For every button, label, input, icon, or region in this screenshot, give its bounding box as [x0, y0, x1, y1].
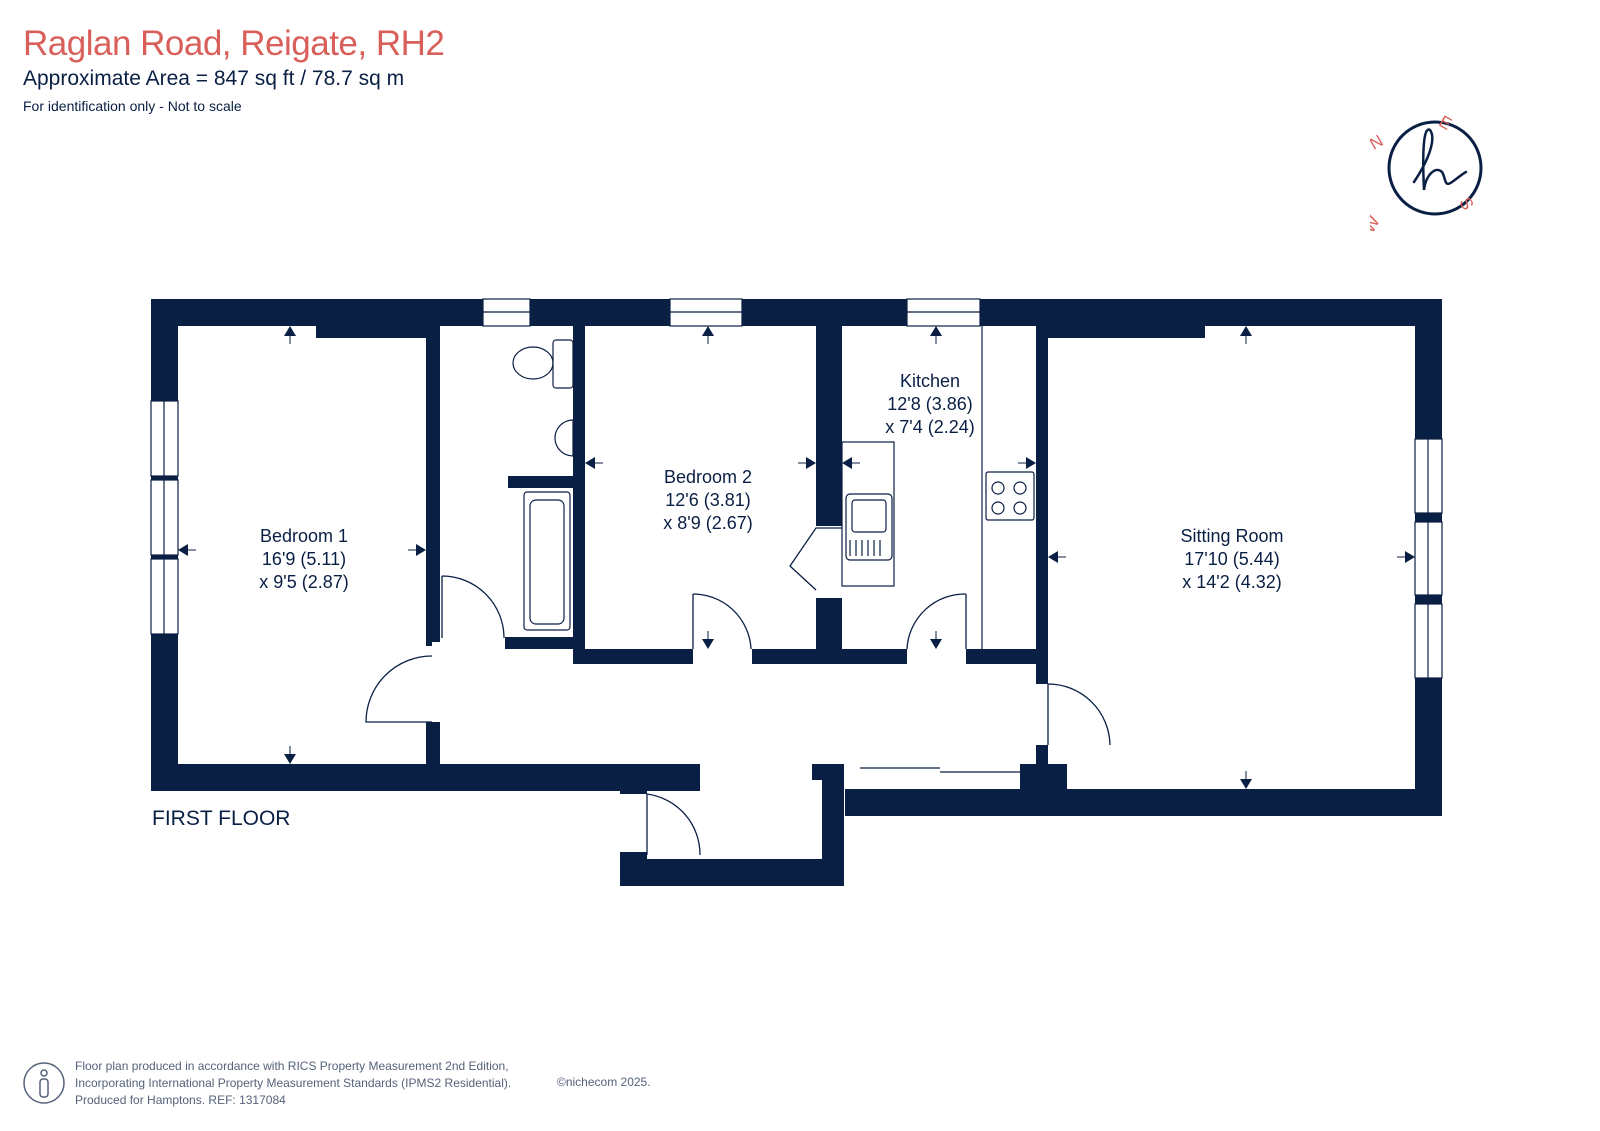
room-name: Kitchen [900, 371, 960, 391]
kitchen-units [841, 326, 1035, 649]
room-name: Bedroom 1 [260, 526, 348, 546]
person-info-icon [23, 1062, 65, 1104]
door-entrance [646, 793, 701, 856]
room-dim: 17'10 (5.44) [1184, 549, 1280, 569]
windows [150, 298, 1443, 679]
compass-logo: N E S W [1370, 112, 1483, 236]
room-dim: x 8'9 (2.67) [663, 513, 752, 533]
footer-line: Produced for Hamptons. REF: 1317084 [75, 1093, 286, 1107]
room-name: Sitting Room [1180, 526, 1283, 546]
compass-ring [1387, 120, 1483, 216]
room-dim: x 14'2 (4.32) [1182, 572, 1282, 592]
room-dim: 12'6 (3.81) [665, 490, 751, 510]
room-bedroom-1: Bedroom 1 16'9 (5.11) x 9'5 (2.87) [259, 526, 348, 592]
basin-icon [554, 419, 574, 457]
room-dim: x 7'4 (2.24) [885, 417, 974, 437]
room-dim: 12'8 (3.86) [887, 394, 973, 414]
toilet-icon [512, 346, 554, 380]
door-kitchen [906, 593, 967, 650]
footer-line: Incorporating International Property Mea… [75, 1076, 512, 1090]
footer: Floor plan produced in accordance with R… [22, 1058, 822, 1114]
copyright: ©nichecom 2025. [557, 1075, 651, 1089]
walls [151, 299, 1442, 886]
floor-label: FIRST FLOOR [152, 807, 291, 830]
room-bedroom-2: Bedroom 2 12'6 (3.81) x 8'9 (2.67) [663, 467, 752, 533]
footer-text: Floor plan produced in accordance with R… [75, 1058, 511, 1109]
room-name: Bedroom 2 [664, 467, 752, 487]
arrows [178, 326, 1415, 789]
page-title: Raglan Road, Reigate, RH2 [23, 24, 445, 63]
room-kitchen: Kitchen 12'8 (3.86) x 7'4 (2.24) [885, 371, 974, 437]
door-sitting [1047, 683, 1111, 746]
doors [365, 527, 1111, 856]
room-dim: 16'9 (5.11) [262, 549, 346, 569]
door-bedroom2 [692, 593, 752, 650]
door-bedroom1 [365, 655, 433, 723]
hob-icon [985, 471, 1035, 521]
area-text: Approximate Area = 847 sq ft / 78.7 sq m [23, 67, 405, 90]
footer-line: Floor plan produced in accordance with R… [75, 1059, 509, 1073]
arrow-stems [188, 336, 1405, 779]
disclaimer-note: For identification only - Not to scale [23, 98, 242, 114]
header: Raglan Road, Reigate, RH2 Approximate Ar… [23, 24, 445, 114]
room-sitting-room: Sitting Room 17'10 (5.44) x 14'2 (4.32) [1180, 526, 1283, 592]
room-dim: x 9'5 (2.87) [259, 572, 348, 592]
bathroom-fixtures [512, 339, 574, 631]
bath-icon [523, 491, 571, 631]
h-logo-icon [1412, 128, 1468, 191]
